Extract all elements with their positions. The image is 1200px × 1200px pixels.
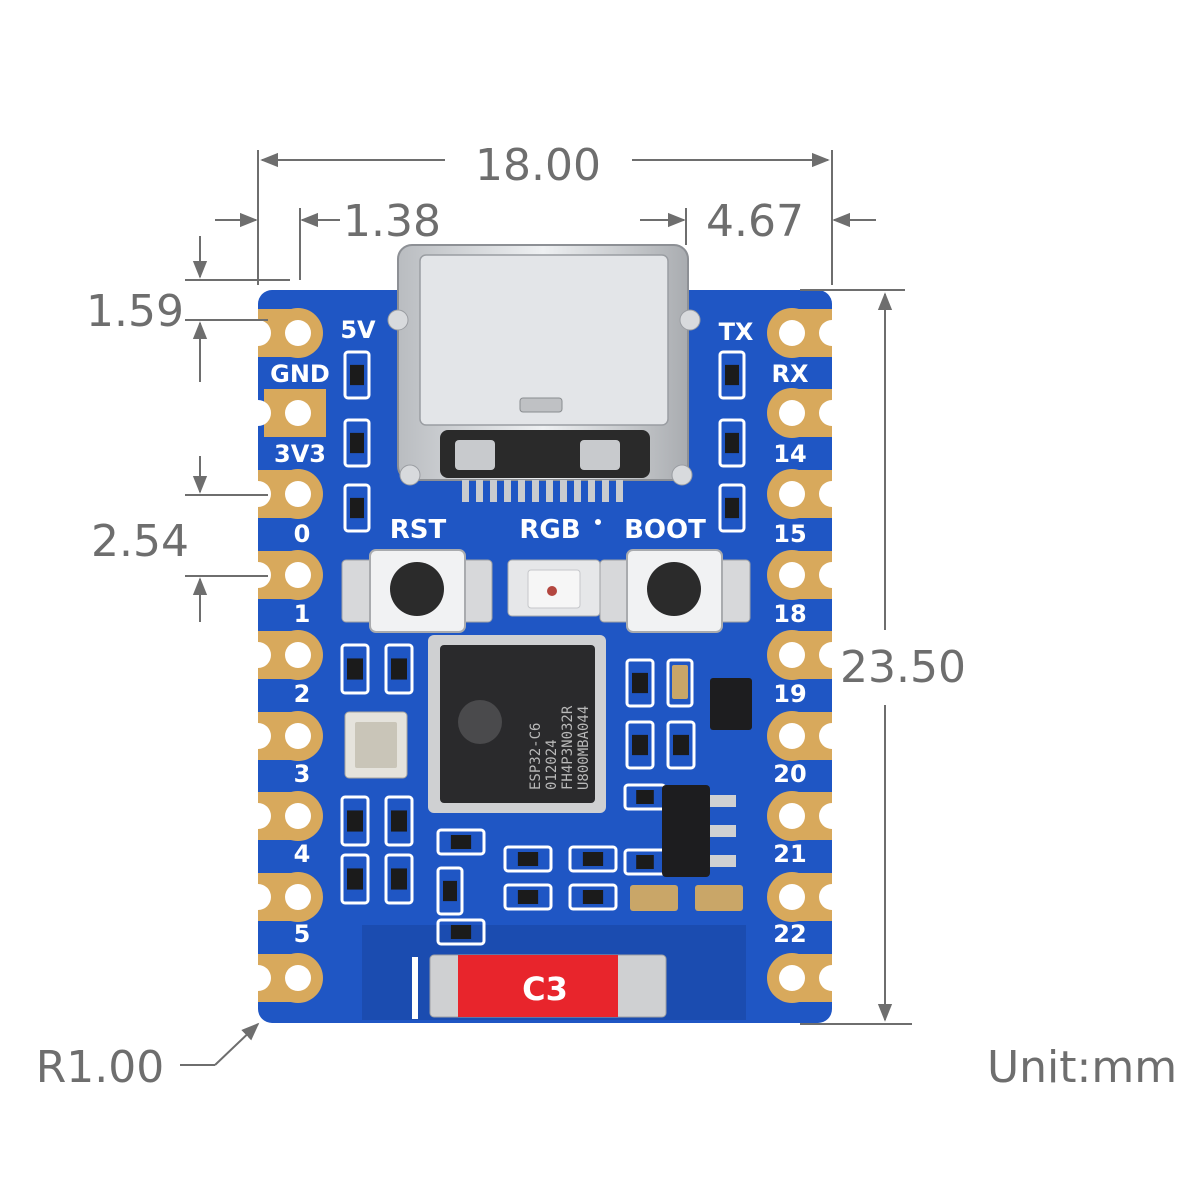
right-pin-label-2: 14 [773, 440, 806, 468]
right-pad-2 [767, 469, 845, 519]
pin-pitch-dimension: 2.54 [91, 516, 189, 567]
crystal-oscillator [344, 711, 408, 779]
left-pad-6 [245, 791, 323, 841]
smd-components [340, 350, 746, 946]
height-dimension: 23.50 [840, 642, 966, 693]
reset-button[interactable] [341, 549, 493, 633]
right-pad-7 [767, 872, 845, 922]
rgb-label: RGB [519, 515, 580, 545]
rgb-led [507, 559, 601, 617]
left-offset-dimension: 1.38 [343, 196, 441, 247]
smd-resistor [384, 795, 414, 847]
right-pad-5 [767, 711, 845, 761]
smd-resistor [343, 483, 371, 533]
width-dimension: 18.00 [475, 140, 601, 191]
right-pin-label-0: TX [719, 318, 754, 346]
right-pad-4 [767, 630, 845, 680]
chip-marking-2: 012024 [544, 739, 560, 790]
left-pin-pads [245, 308, 326, 1003]
right-pin-label-3: 15 [773, 520, 806, 548]
voltage-regulator [662, 785, 736, 877]
ceramic-antenna: C3 [412, 954, 667, 1019]
right-pad-1 [767, 388, 845, 438]
chip-marking-3: FH4P3N032R [560, 705, 576, 790]
smd-resistor [625, 658, 655, 708]
smd-resistor [666, 720, 696, 770]
right-pin-pads [767, 308, 845, 1003]
left-pin-label-3: 0 [294, 520, 311, 548]
smd-resistor [340, 643, 370, 695]
right-pin-labels: TX RX 14 15 18 19 20 21 22 [719, 318, 809, 948]
left-pin-label-8: 5 [294, 920, 311, 948]
smd-resistor [718, 483, 746, 533]
left-pin-label-0: 5V [340, 316, 376, 344]
right-pad-3 [767, 550, 845, 600]
smd-resistor [568, 845, 618, 873]
left-pin-label-5: 2 [294, 680, 311, 708]
left-pad-7 [245, 872, 323, 922]
smd-resistor [343, 350, 371, 400]
right-pin-label-6: 20 [773, 760, 806, 788]
right-pad-8 [767, 953, 845, 1003]
right-pad-6 [767, 791, 845, 841]
rgb-dot [595, 519, 601, 525]
smd-resistor [384, 643, 414, 695]
smd-resistor [436, 866, 464, 916]
right-offset-dimension: 4.67 [706, 196, 804, 247]
left-pad-5 [245, 711, 323, 761]
right-pin-label-7: 21 [773, 840, 806, 868]
left-pad-1 [245, 389, 326, 437]
smd-resistor [436, 828, 486, 856]
boot-label: BOOT [624, 515, 706, 545]
right-pin-label-8: 22 [773, 920, 806, 948]
corner-radius-dimension: R1.00 [36, 1042, 165, 1093]
espressif-logo-icon [458, 700, 502, 744]
left-pin-label-7: 4 [294, 840, 311, 868]
right-pin-label-5: 19 [773, 680, 806, 708]
smd-resistor [718, 418, 746, 468]
transistor [710, 678, 752, 730]
esp32-chip: ESP32-C6 012024 FH4P3N032R U800MBA044 [428, 635, 606, 813]
smd-resistor [340, 795, 370, 847]
smd-resistor [343, 418, 371, 468]
right-pad-0 [767, 308, 845, 358]
left-pin-label-6: 3 [294, 760, 311, 788]
smd-resistor [625, 720, 655, 770]
smd-resistor [384, 853, 414, 905]
right-pin-label-4: 18 [773, 600, 806, 628]
rst-label: RST [390, 515, 447, 545]
left-pad-4 [245, 630, 323, 680]
unit-label: Unit:mm [987, 1042, 1177, 1093]
chip-marking-1: ESP32-C6 [528, 723, 544, 790]
tantalum-capacitors [630, 665, 743, 911]
left-pad-3 [245, 550, 323, 600]
usb-c-connector [387, 244, 701, 502]
left-pad-0 [245, 308, 323, 358]
antenna-label: C3 [522, 970, 568, 1008]
left-pin-label-4: 1 [294, 600, 311, 628]
boot-button[interactable] [599, 549, 751, 633]
smd-resistor [340, 853, 370, 905]
smd-resistor [436, 918, 486, 946]
dimension-lines [180, 150, 912, 1066]
left-pad-8 [245, 953, 323, 1003]
left-pin-labels: 5V GND 3V3 0 1 2 3 4 5 [270, 316, 376, 948]
smd-resistor [503, 883, 553, 911]
chip-marking-4: U800MBA044 [576, 706, 592, 790]
smd-resistor [503, 845, 553, 873]
smd-resistor [568, 883, 618, 911]
top-offset-dimension: 1.59 [86, 286, 184, 337]
right-pin-label-1: RX [772, 360, 809, 388]
left-pin-label-2: 3V3 [274, 440, 326, 468]
smd-resistor [718, 350, 746, 400]
left-pin-label-1: GND [270, 360, 330, 388]
